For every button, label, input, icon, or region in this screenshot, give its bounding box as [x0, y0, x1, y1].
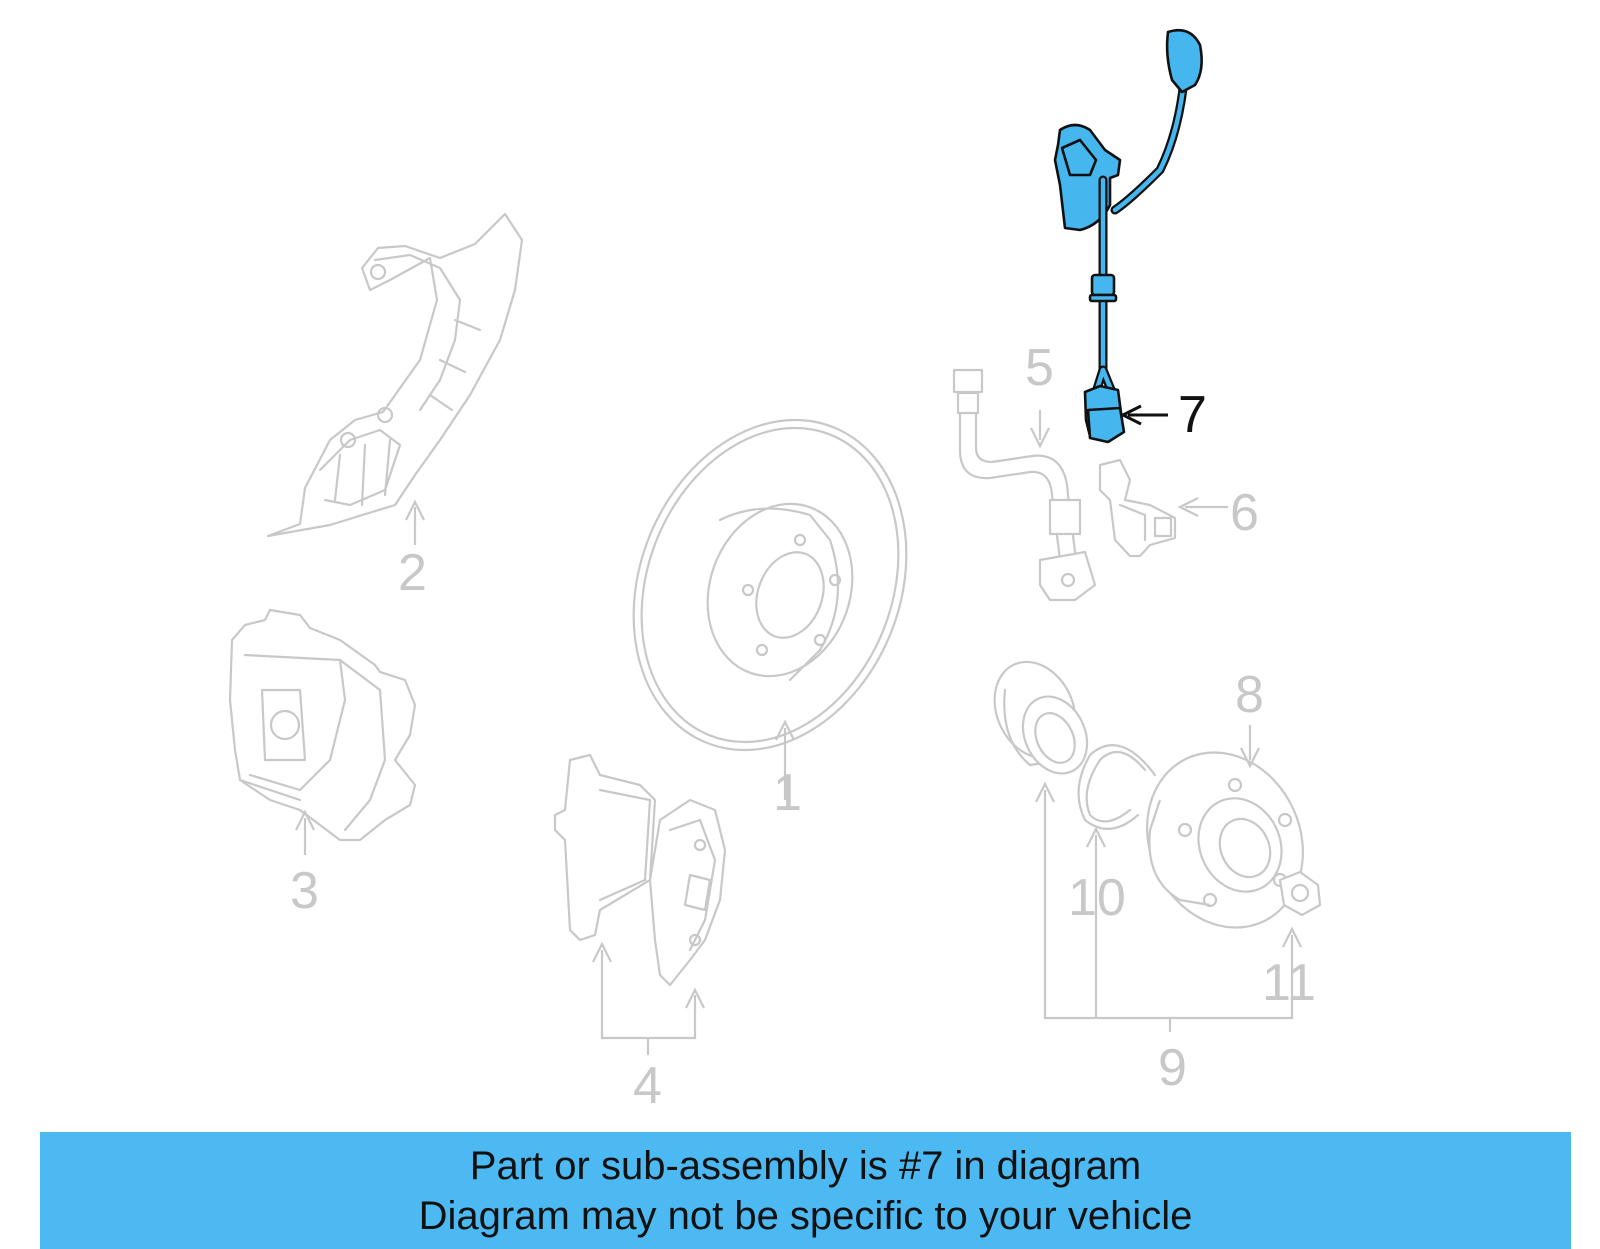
brake-pads-part — [553, 753, 727, 987]
speed-sensor-part — [1098, 458, 1177, 558]
brake-caliper-part — [228, 608, 417, 842]
banner-line-part: Part or sub-assembly is #7 in diagram — [469, 1143, 1142, 1188]
leader-lines — [295, 410, 1302, 1055]
callout-3: 3 — [290, 862, 319, 920]
leader-line-7 — [1119, 404, 1168, 426]
callout-10: 10 — [1068, 869, 1126, 927]
parts-diagram: 1 2 3 4 5 6 7 8 9 10 11 — [228, 28, 1322, 1115]
info-banner: Part or sub-assembly is #7 in diagram Di… — [40, 1132, 1571, 1249]
callout-2: 2 — [398, 544, 427, 602]
callout-9: 9 — [1158, 1039, 1187, 1097]
abs-sensor-harness-part — [1053, 28, 1203, 444]
callout-4: 4 — [633, 1057, 662, 1115]
dust-shield-part — [266, 212, 524, 538]
hub-bearing-part — [993, 660, 1322, 929]
brake-hose-part — [952, 368, 1097, 602]
callout-8: 8 — [1235, 666, 1264, 724]
callout-5: 5 — [1025, 339, 1054, 397]
callout-6: 6 — [1230, 484, 1259, 542]
brake-rotor-part — [632, 418, 908, 752]
callout-1: 1 — [773, 764, 802, 822]
banner-line-disclaimer: Diagram may not be specific to your vehi… — [418, 1193, 1193, 1238]
callout-11: 11 — [1262, 954, 1316, 1012]
callout-7: 7 — [1178, 386, 1207, 444]
